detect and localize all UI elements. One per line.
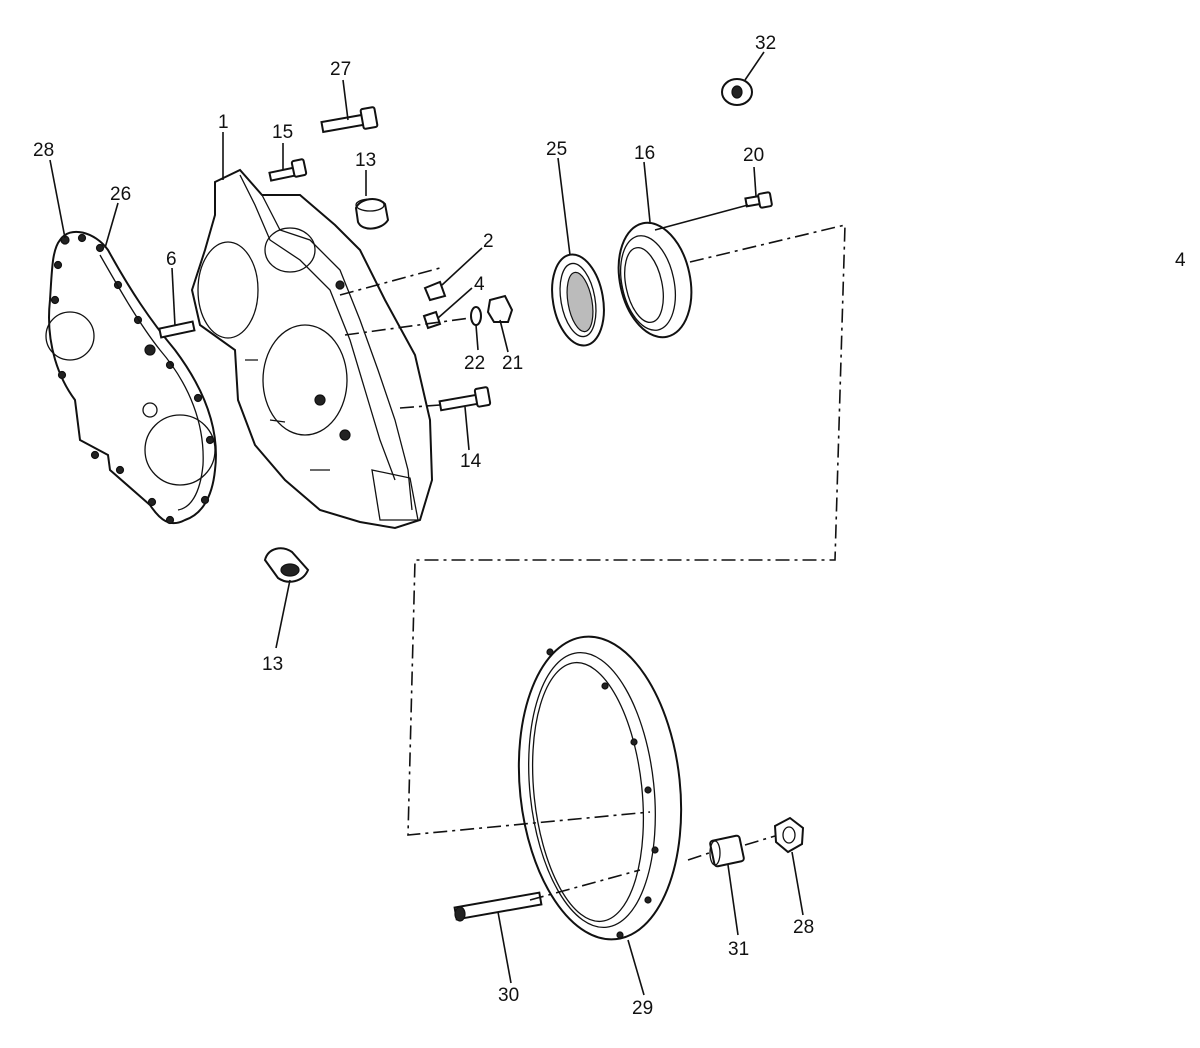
callout-4-right: 4 bbox=[1175, 250, 1186, 271]
callout-1: 1 bbox=[218, 112, 229, 133]
callout-28-top: 28 bbox=[33, 140, 54, 161]
callout-26: 26 bbox=[110, 184, 131, 205]
screw-part-20 bbox=[744, 191, 773, 209]
washer-part-22 bbox=[470, 306, 482, 326]
callout-27: 27 bbox=[330, 59, 351, 80]
callout-22: 22 bbox=[464, 353, 485, 374]
gasket-part-26 bbox=[99, 254, 204, 511]
plug-part-21 bbox=[486, 294, 514, 323]
leader-lines bbox=[49, 51, 804, 996]
callout-14: 14 bbox=[460, 451, 482, 472]
nut-part-28 bbox=[773, 816, 805, 854]
callout-30: 30 bbox=[498, 985, 519, 1006]
washer-part-32 bbox=[721, 78, 753, 106]
plug-part-13-top bbox=[354, 198, 390, 230]
callout-labels: 1 27 15 13 28 26 6 2 4 22 21 14 25 16 20… bbox=[33, 33, 1186, 1019]
plug-part-13-bottom bbox=[263, 547, 310, 583]
callout-2: 2 bbox=[483, 231, 494, 252]
stud-part-30 bbox=[453, 891, 543, 922]
housing-part-1 bbox=[190, 168, 434, 530]
callout-15: 15 bbox=[272, 122, 293, 143]
callout-13-top: 13 bbox=[355, 150, 376, 171]
callout-29: 29 bbox=[632, 998, 653, 1019]
small-part-4 bbox=[422, 310, 442, 330]
assembly-lines bbox=[339, 204, 846, 901]
dowel-pin-part-6 bbox=[158, 320, 196, 339]
callout-13-bottom: 13 bbox=[262, 654, 283, 675]
bolt-part-15 bbox=[268, 158, 308, 182]
callout-32: 32 bbox=[755, 33, 776, 54]
callout-6: 6 bbox=[166, 249, 177, 270]
small-part-2 bbox=[423, 280, 447, 302]
bolt-part-27 bbox=[320, 106, 379, 134]
callout-16: 16 bbox=[634, 143, 655, 164]
callout-25: 25 bbox=[546, 139, 567, 160]
seal-ring-part-29 bbox=[517, 635, 683, 941]
callout-20: 20 bbox=[743, 145, 764, 166]
callout-31: 31 bbox=[728, 939, 749, 960]
bolt-part-14 bbox=[438, 386, 492, 412]
callout-21: 21 bbox=[502, 353, 523, 374]
gasket-part-28 bbox=[45, 230, 217, 525]
spacer-part-31 bbox=[709, 834, 745, 868]
callout-28-bottom: 28 bbox=[793, 917, 814, 938]
callout-4-center: 4 bbox=[474, 274, 485, 295]
cover-part-16 bbox=[617, 221, 693, 339]
seal-part-25 bbox=[551, 253, 605, 347]
